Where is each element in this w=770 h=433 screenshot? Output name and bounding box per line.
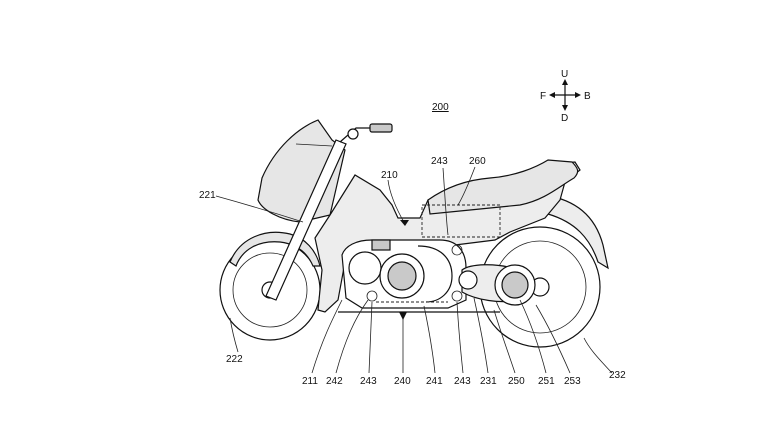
- label-211: 211: [302, 376, 318, 387]
- bolt-lower-rear: [451, 290, 463, 302]
- bolt-lower-front: [366, 290, 378, 302]
- reference-numerals: 221 210 243 260 222 211 242 243 240 241 …: [199, 156, 626, 387]
- arrow-240: [399, 312, 407, 320]
- engine-cylinder: [348, 251, 382, 285]
- compass-back-arrow: [575, 92, 581, 98]
- compass-front-label: F: [540, 91, 546, 102]
- leader-253: [535, 304, 571, 374]
- label-221: 221: [199, 190, 216, 201]
- leader-251: [519, 299, 547, 374]
- compass-down-arrow: [562, 105, 568, 111]
- leader-222: [229, 317, 239, 353]
- bolt-upper-rear: [451, 244, 463, 256]
- leader-221: [215, 195, 304, 223]
- arrow-210: [400, 220, 409, 226]
- label-243-b: 243: [454, 376, 471, 387]
- label-251: 251: [538, 376, 555, 387]
- front-fork: [265, 139, 347, 301]
- figure-number: 200: [432, 102, 449, 113]
- label-240: 240: [394, 376, 411, 387]
- label-222: 222: [226, 354, 243, 365]
- leader-211: [311, 299, 343, 374]
- compass-down-label: D: [561, 113, 568, 124]
- compass-up-arrow: [562, 79, 568, 85]
- compass-up-label: U: [561, 69, 568, 80]
- label-243-a: 243: [360, 376, 377, 387]
- cowl-line: [295, 143, 333, 147]
- label-232: 232: [609, 370, 626, 381]
- leader-243-top: [442, 167, 449, 236]
- leader-241: [423, 305, 436, 374]
- engine-top-component: [371, 239, 391, 251]
- leader-lines: [215, 166, 613, 374]
- compass-back-label: B: [584, 91, 591, 102]
- label-231: 231: [480, 376, 497, 387]
- leader-242: [335, 299, 369, 374]
- rear-drive-core: [501, 271, 529, 299]
- front-fork-assembly: [265, 123, 393, 301]
- front-rim: [232, 252, 308, 328]
- steering-head: [347, 128, 359, 140]
- label-250: 250: [508, 376, 525, 387]
- drive-belt-cover: [417, 245, 453, 303]
- leader-243-b: [456, 301, 464, 374]
- swing-arm-pivot: [458, 270, 478, 290]
- handlebar-stem: [339, 127, 372, 143]
- label-243-top: 243: [431, 156, 448, 167]
- leader-243-a: [368, 301, 373, 374]
- seat: [427, 159, 579, 215]
- compass-front-arrow: [549, 92, 555, 98]
- handle-grip: [369, 123, 393, 133]
- label-242: 242: [326, 376, 343, 387]
- label-253: 253: [564, 376, 581, 387]
- label-210: 210: [381, 170, 398, 181]
- leader-250: [493, 309, 516, 374]
- direction-compass: U D F B: [540, 69, 591, 124]
- label-260: 260: [469, 156, 486, 167]
- leader-232: [583, 337, 613, 374]
- motor-core: [387, 261, 417, 291]
- label-241: 241: [426, 376, 443, 387]
- rear-fender: [544, 194, 609, 270]
- leader-260: [457, 166, 476, 206]
- leader-231: [473, 297, 489, 374]
